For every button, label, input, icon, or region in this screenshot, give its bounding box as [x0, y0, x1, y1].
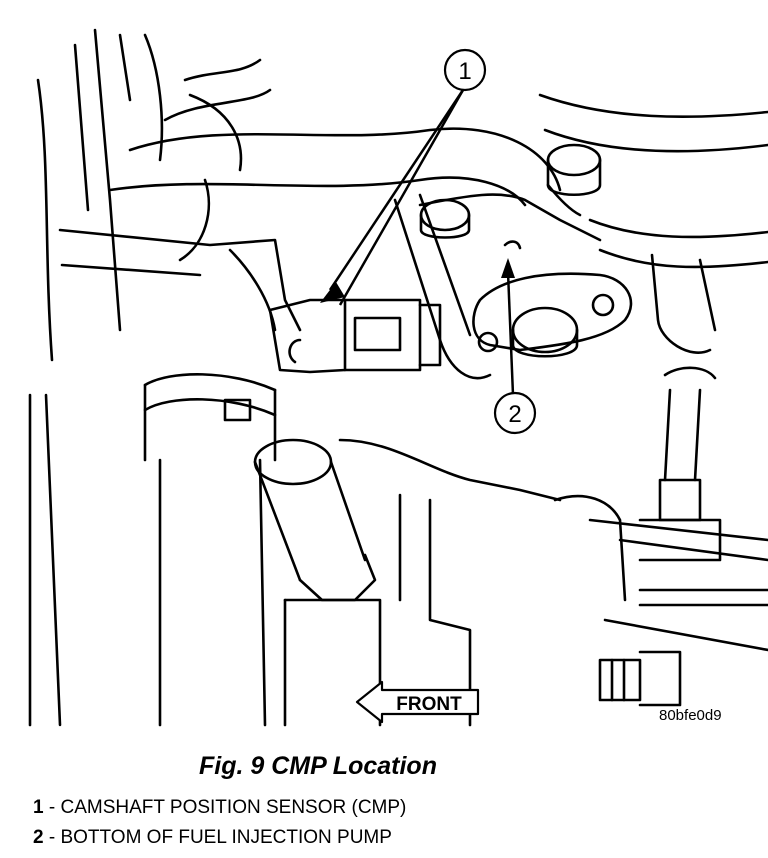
- figure-caption: Fig. 9 CMP Location: [199, 752, 437, 780]
- right-pipe-fitting: [638, 366, 722, 562]
- lower-housing: [283, 438, 562, 727]
- legend-number: 1: [33, 797, 44, 818]
- arrowhead-2: [501, 258, 515, 278]
- right-housing: [553, 494, 768, 652]
- legend-separator: -: [43, 797, 61, 818]
- injection-pump-bottom: [472, 240, 633, 358]
- legend-text: CAMSHAFT POSITION SENSOR (CMP): [60, 797, 407, 818]
- callout-1: 1: [443, 48, 487, 92]
- image-code: 80bfe0d9: [659, 707, 722, 724]
- upper-bolt: [419, 198, 471, 239]
- arrowhead-1: [320, 282, 345, 303]
- right-bolt: [546, 143, 602, 217]
- legend-item-1: 1 - CAMSHAFT POSITION SENSOR (CMP): [33, 797, 406, 819]
- sensor-tube: [393, 193, 492, 380]
- left-frame-rails: [28, 28, 164, 727]
- right-hose: [538, 93, 768, 354]
- callout-1-number: 1: [458, 58, 471, 85]
- front-label: FRONT: [396, 694, 462, 715]
- legend-number: 2: [33, 827, 44, 848]
- leader-line-2: [506, 271, 515, 396]
- legend-text: BOTTOM OF FUEL INJECTION PUMP: [60, 827, 392, 848]
- hose-clamp: [143, 373, 277, 727]
- central-bolt: [253, 438, 377, 602]
- engine-cover: [58, 193, 602, 332]
- upper-hose: [108, 58, 562, 262]
- lower-right-bolt: [598, 650, 682, 707]
- front-arrow: FRONT: [355, 680, 480, 724]
- leader-line-1: [328, 89, 465, 306]
- callout-2: 2: [493, 391, 537, 435]
- camshaft-position-sensor: [268, 298, 442, 374]
- callout-2-number: 2: [508, 401, 521, 428]
- legend-separator: -: [43, 827, 61, 848]
- legend-item-2: 2 - BOTTOM OF FUEL INJECTION PUMP: [33, 827, 392, 849]
- cmp-location-illustration: 1 2 FRONT 80bfe0d9: [28, 28, 768, 727]
